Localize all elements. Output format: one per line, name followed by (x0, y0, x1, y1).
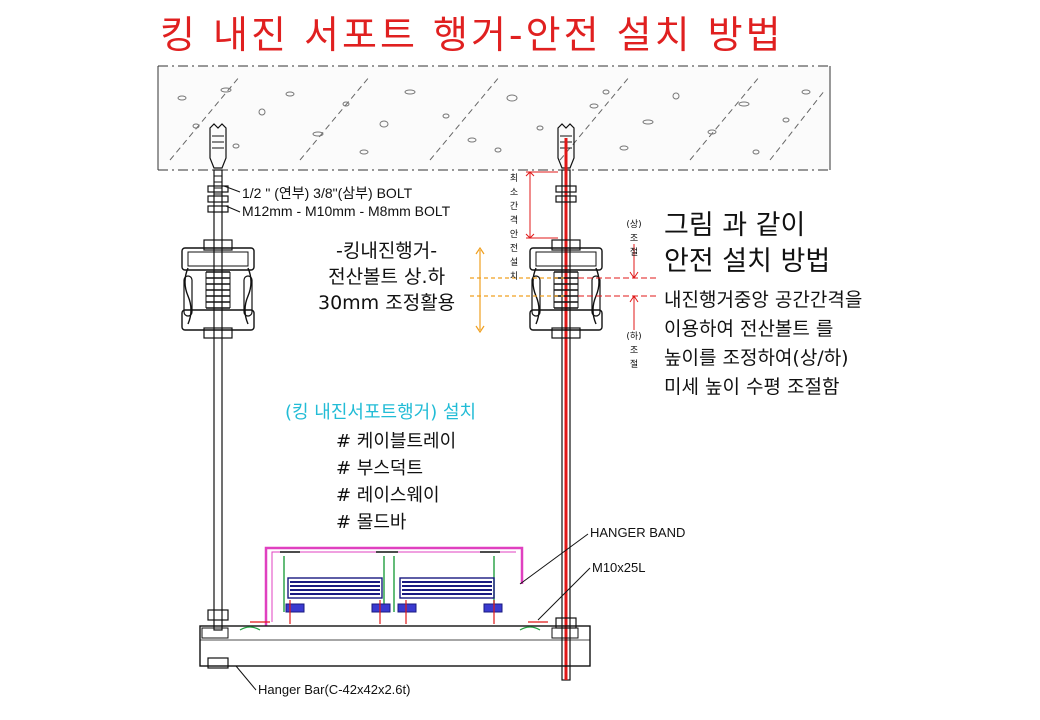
install-list-item: # 몰드바 (336, 512, 407, 533)
adjustment-dimension (470, 246, 564, 334)
up-adjust-label: (상) 조절 (626, 218, 642, 260)
min-gap-label: 최소 간격 안전 설치 (506, 172, 522, 284)
method-description-line: 높이를 조정하여(상/하) (664, 347, 849, 369)
down-adjust-label: (하) 조절 (626, 330, 642, 372)
adjustment-note-line: 전산볼트 상.하 (328, 266, 446, 288)
page-title: 킹 내진 서포트 행거-안전 설치 방법 (160, 13, 784, 57)
adjustment-note: -킹내진행거- 전산볼트 상.하 30mm 조정활용 (318, 238, 455, 316)
install-list-item: # 케이블트레이 (336, 431, 457, 452)
method-description: 내진행거중앙 공간간격을 이용하여 전산볼트 를 높이를 조정하여(상/하) 미… (664, 286, 862, 402)
left-threaded-rod (181, 123, 255, 669)
bolt-size-label: 1/2 " (연부) 3/8"(삼부) BOLT (242, 185, 413, 201)
leader-lines (223, 185, 591, 691)
adjustment-note-line: -킹내진행거- (336, 240, 438, 262)
right-threaded-rod (529, 123, 603, 681)
bolt-metric-label: M12mm - M10mm - M8mm BOLT (242, 203, 451, 219)
hanger-bar-callout: Hanger Bar(C-42x42x2.6t) (258, 682, 411, 697)
hanger-bar (199, 625, 591, 667)
min-gap-text: 최소 간격 안전 설치 (509, 174, 519, 282)
install-list-item: # 레이스웨이 (336, 485, 440, 506)
hanger-band-callout: HANGER BAND (590, 525, 686, 540)
up-adjust-text: (상) 조절 (626, 220, 642, 258)
install-heading: (킹 내진서포트행거) 설치 (285, 402, 477, 423)
method-title-line: 그림 과 같이 (664, 210, 806, 241)
concrete-slab (157, 65, 831, 171)
min-gap-dimension (525, 171, 558, 239)
cable-tray-assembly (250, 546, 548, 626)
adjustment-note-line: 30mm 조정활용 (318, 292, 456, 314)
install-list-item: # 부스덕트 (336, 458, 424, 479)
method-description-line: 내진행거중앙 공간간격을 (664, 289, 863, 311)
method-description-line: 미세 높이 수평 조절함 (664, 376, 840, 398)
method-title-line: 안전 설치 방법 (664, 246, 831, 277)
bolt-callout: M10x25L (592, 560, 646, 575)
method-title: 그림 과 같이 안전 설치 방법 (664, 208, 830, 280)
down-adjust-text: (하) 조절 (626, 332, 642, 370)
method-description-line: 이용하여 전산볼트 를 (664, 318, 834, 340)
install-list: # 케이블트레이 # 부스덕트 # 레이스웨이 # 몰드바 (336, 428, 456, 536)
updown-dimension (578, 244, 658, 330)
